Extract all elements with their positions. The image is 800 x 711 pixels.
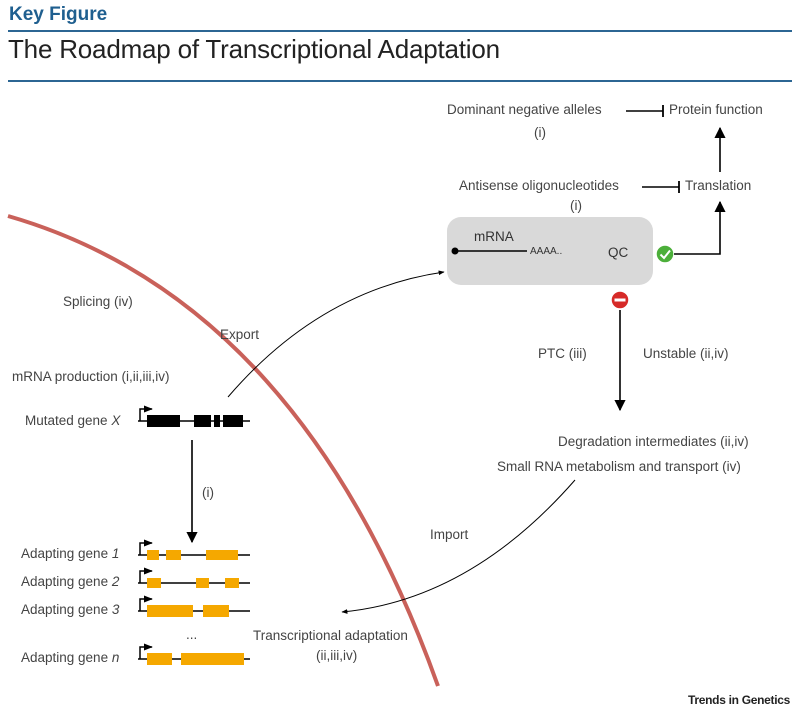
protein-function-label: Protein function (669, 102, 763, 117)
promoter-arrow-icon (139, 405, 153, 421)
ellipsis-label: ... (186, 627, 198, 642)
key-figure-label: Key Figure (9, 4, 108, 25)
translation-label: Translation (685, 178, 752, 193)
ptc-label: PTC (iii) (538, 346, 587, 361)
promoter-arrow-icon (139, 643, 153, 659)
minus-icon (610, 290, 630, 310)
import-label: Import (430, 527, 469, 542)
arrow-ref-label: (i) (202, 485, 214, 500)
figure-title: The Roadmap of Transcriptional Adaptatio… (8, 34, 500, 64)
check-icon (655, 244, 675, 264)
mrna-production-label: mRNA production (i,ii,iii,iv) (12, 369, 170, 384)
dominant-negative-ref: (i) (534, 125, 546, 140)
mutated-gene-x (138, 405, 250, 427)
unstable-label: Unstable (ii,iv) (643, 346, 729, 361)
degradation-label: Degradation intermediates (ii,iv) (558, 434, 749, 449)
adapting-gene-2-label: Adapting gene 2 (21, 574, 120, 589)
header-rule-top (8, 30, 792, 32)
mutated-gene-label: Mutated gene X (25, 413, 121, 428)
transcriptional-adaptation-label: Transcriptional adaptation (253, 628, 408, 643)
nucleus-membrane (7, 214, 440, 687)
dominant-negative-label: Dominant negative alleles (447, 102, 602, 117)
antisense-label: Antisense oligonucleotides (459, 178, 619, 193)
adapting-gene-2 (138, 567, 250, 588)
export-label: Export (220, 327, 260, 342)
header-rule-bottom (8, 80, 792, 82)
promoter-arrow-icon (139, 567, 153, 583)
adapting-gene-n-label: Adapting gene n (21, 650, 120, 665)
adapting-gene-3 (138, 595, 250, 617)
transcriptional-adaptation-ref: (ii,iii,iv) (316, 648, 358, 663)
qc-label: QC (608, 245, 629, 260)
adapting-gene-n (138, 643, 250, 665)
journal-credit: Trends in Genetics (688, 693, 790, 707)
mrna-label: mRNA (474, 229, 514, 244)
arrow-import (341, 479, 576, 614)
splicing-label: Splicing (iv) (63, 294, 133, 309)
adapting-gene-3-label: Adapting gene 3 (21, 602, 120, 617)
adapting-gene-1-label: Adapting gene 1 (21, 546, 120, 561)
qc-box (447, 217, 653, 285)
arrow-qc-to-translation (674, 200, 726, 255)
mrna-cap (451, 247, 459, 255)
small-rna-label: Small RNA metabolism and transport (iv) (497, 459, 741, 474)
adapting-gene-1 (138, 539, 250, 560)
promoter-arrow-icon (139, 539, 153, 555)
arrow-export (227, 270, 445, 398)
promoter-arrow-icon (139, 595, 153, 611)
polya-tail-label: AAAA.. (530, 246, 563, 257)
antisense-ref: (i) (570, 198, 582, 213)
